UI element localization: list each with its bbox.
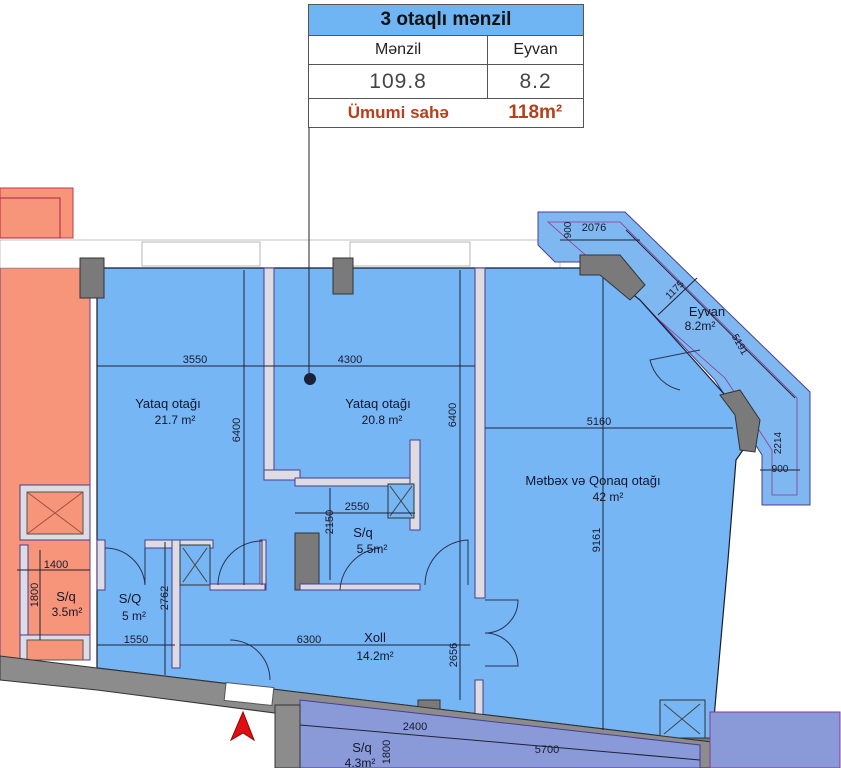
dimension-label: 1550: [124, 634, 148, 646]
dimension-label: 4300: [338, 354, 362, 366]
room-area-balcony: 8.2m²: [685, 319, 716, 333]
room-name-neighbor-bath-left: S/q: [56, 589, 76, 604]
room-area-bath-small: 5.5m²: [357, 542, 388, 556]
room-name-bath-main: S/Q: [119, 591, 141, 606]
room-name-neighbor-bath-bottom: S/q: [352, 740, 372, 755]
dimension-label: 900: [772, 464, 789, 475]
dimension-label: 1800: [29, 583, 41, 607]
dimension-label: 1800: [381, 740, 393, 764]
apartment-floor: [96, 267, 751, 743]
dimension-label: 2762: [159, 586, 171, 610]
dimension-label: 1400: [44, 559, 68, 571]
column: [719, 389, 761, 453]
summary-total-label: Ümumi sahə: [307, 98, 488, 128]
column: [79, 257, 105, 299]
column: [332, 257, 354, 295]
dimension-label: 6300: [297, 634, 321, 646]
room-area-bedroom2: 20.8 m²: [362, 413, 403, 427]
summary-title: 3 otaqlı mənzil: [308, 4, 584, 36]
dimension-label: 9161: [591, 528, 603, 552]
dimension-label: 2400: [403, 721, 427, 733]
room-area-hall: 14.2m²: [356, 649, 393, 663]
summary-col2-label: Eyvan: [487, 35, 584, 65]
room-name-bedroom1: Yataq otağı: [135, 396, 201, 411]
dimension-label: 5700: [535, 744, 559, 756]
doors: [104, 349, 701, 681]
window: [141, 241, 261, 267]
dimension-label: 2656: [448, 643, 460, 667]
column: [294, 532, 320, 591]
room-name-hall: Xoll: [364, 630, 386, 645]
marker-dot: [304, 373, 316, 385]
room-name-bath-small: S/q: [353, 525, 373, 540]
room-area-kitchen-living: 42 m²: [593, 490, 624, 504]
dimension-label: 6400: [447, 403, 459, 427]
room-area-neighbor-bath-bottom: 4.3m²: [345, 756, 376, 768]
dimension-lines: [17, 127, 800, 761]
room-area-bath-main: 5 m²: [122, 609, 146, 623]
neighbor-apartment-left: [0, 187, 91, 661]
apartment-summary-table: 3 otaqlı mənzil Mənzil Eyvan 109.8 8.2 Ü…: [307, 4, 584, 128]
room-name-balcony: Eyvan: [689, 304, 725, 319]
room-area-neighbor-bath-left: 3.5m²: [52, 605, 83, 619]
summary-col2-value: 8.2: [487, 64, 584, 99]
north-arrow-icon: [229, 710, 256, 742]
room-area-bedroom1: 21.7 m²: [155, 413, 196, 427]
dimension-label: 2214: [773, 431, 784, 454]
summary-col1-value: 109.8: [307, 64, 489, 99]
room-name-kitchen-living: Mətbəx və Qonaq otağı: [525, 473, 660, 488]
dimension-label: 3550: [183, 354, 207, 366]
dimension-label: 2550: [345, 501, 369, 513]
dimension-label: 2150: [324, 510, 336, 534]
dimension-label: 5160: [587, 416, 611, 428]
room-name-bedroom2: Yataq otağı: [345, 396, 411, 411]
dimension-label: 2076: [582, 222, 606, 234]
summary-col1-label: Mənzil: [307, 35, 489, 65]
internal-walls: [96, 267, 706, 739]
summary-total-value: 118m²: [487, 98, 584, 128]
dimension-label: 900: [563, 221, 574, 238]
column: [579, 254, 646, 301]
dimension-label: 6400: [231, 418, 243, 442]
window: [349, 241, 471, 267]
